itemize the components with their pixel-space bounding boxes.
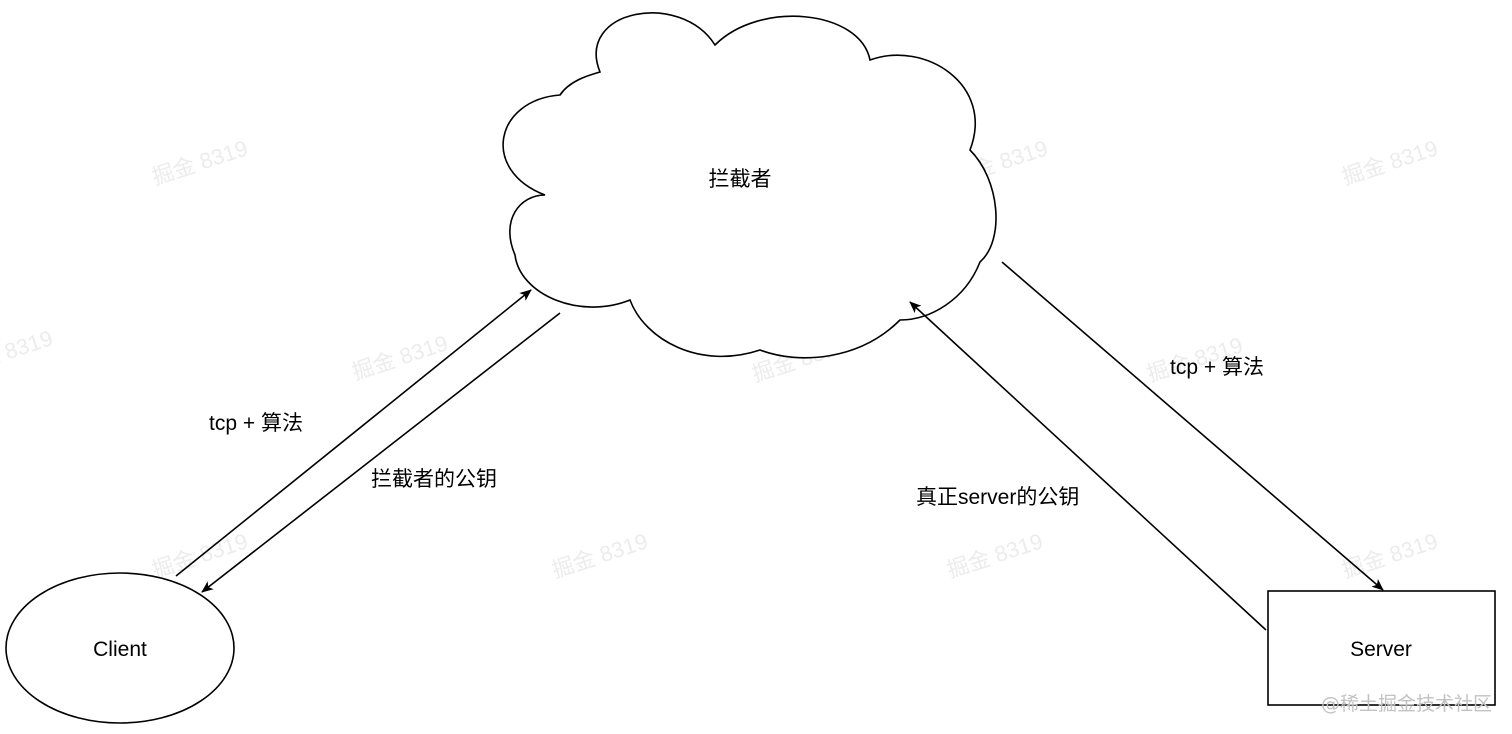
- watermark-text: 掘金 8319: [0, 325, 56, 379]
- site-watermark: @稀土掘金技术社区: [1321, 693, 1492, 715]
- watermark-text: 掘金 8319: [149, 135, 251, 189]
- client-node: Client: [5, 572, 235, 724]
- client-ellipse-shape: [5, 572, 235, 724]
- interceptor-to-client-label: 拦截者的公钥: [371, 468, 497, 491]
- interceptor-to-server-label: tcp + 算法: [1170, 356, 1264, 379]
- watermark-text: 掘金 8319: [349, 330, 451, 384]
- interceptor-to-client-arrow: [201, 312, 561, 593]
- interceptor-node: 拦截者: [502, 12, 997, 359]
- server-to-interceptor-arrow: [909, 301, 1267, 631]
- interceptor-to-server-arrow: [1001, 261, 1384, 591]
- server-box-shape: [1267, 590, 1496, 706]
- watermark-text: 掘金 8319: [549, 528, 651, 582]
- interceptor-label: 拦截者: [709, 168, 772, 191]
- watermark-text: 掘金 8319: [1339, 135, 1441, 189]
- watermark-text: 掘金 8319: [944, 528, 1046, 582]
- server-to-interceptor-label: 真正server的公钥: [916, 486, 1079, 509]
- server-label: Server: [1350, 638, 1412, 661]
- interceptor-cloud-shape: [502, 12, 997, 359]
- client-label: Client: [93, 638, 147, 661]
- watermark-text: 掘金 8319: [149, 528, 251, 582]
- edges-layer: [175, 261, 1384, 631]
- client-to-interceptor-arrow: [175, 289, 532, 577]
- edge-labels-layer: tcp + 算法 拦截者的公钥 tcp + 算法 真正server的公钥: [209, 356, 1264, 509]
- server-node: Server: [1267, 590, 1496, 706]
- client-to-interceptor-label: tcp + 算法: [209, 412, 303, 435]
- watermark-text: 掘金 8319: [1339, 528, 1441, 582]
